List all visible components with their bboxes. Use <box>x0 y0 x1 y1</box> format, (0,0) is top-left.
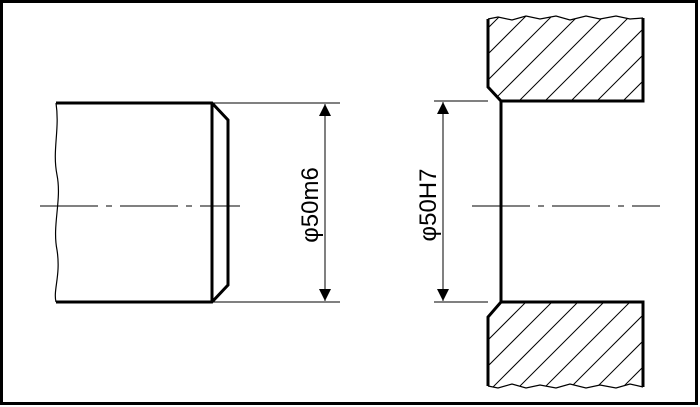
hatch-line-bottom-25 <box>609 302 643 388</box>
hatch-line-bottom-9 <box>194 290 304 400</box>
hatch-line-bottom-19 <box>488 302 565 388</box>
hatch-line-top-1 <box>266 0 386 120</box>
hatch-line-bottom-21 <box>505 302 617 388</box>
hatch-line-bottom-26 <box>635 302 643 388</box>
hatch-line-bottom-15 <box>350 290 460 400</box>
hatch-line-top-7 <box>488 16 543 101</box>
hatch-line-top-6 <box>488 16 517 101</box>
shaft-outline <box>56 101 230 304</box>
shaft: φ50m6 <box>40 101 340 304</box>
hatch-line-bottom-11 <box>246 290 356 400</box>
hole-dimension-label: φ50H7 <box>415 169 442 242</box>
hatch-line-bottom-1 <box>0 290 96 400</box>
housing-break-line-bottom <box>487 383 644 389</box>
hatch-line-top-16 <box>656 0 700 120</box>
hatch-line-bottom-7 <box>142 290 252 400</box>
hatch-line-bottom-13 <box>298 290 408 400</box>
hatch-line-top-0 <box>240 0 360 120</box>
hatch-line-top-4 <box>344 0 464 120</box>
hatch-line-bottom-22 <box>531 302 643 388</box>
hatch-line-bottom-23 <box>557 302 643 388</box>
hatch-line-bottom-6 <box>116 290 226 400</box>
hatch-line-top-5 <box>488 16 491 101</box>
hatch-line-bottom-16 <box>376 290 486 400</box>
housing-break-line-top <box>487 15 644 21</box>
hatch-line-bottom-20 <box>488 302 591 388</box>
hatching-bottom <box>0 290 700 400</box>
shaft-break-line <box>54 102 60 303</box>
hatch-line-bottom-18 <box>488 302 539 388</box>
hatch-line-top-2 <box>292 0 412 120</box>
hatch-line-bottom-27 <box>662 290 700 400</box>
hatch-line-bottom-0 <box>0 290 70 400</box>
hatch-line-bottom-5 <box>90 290 200 400</box>
hatch-line-bottom-2 <box>12 290 122 400</box>
shaft-dimension-label: φ50m6 <box>297 167 324 243</box>
hatch-line-bottom-24 <box>583 302 643 388</box>
hatch-line-top-8 <box>488 16 569 101</box>
hatch-line-bottom-3 <box>38 290 148 400</box>
hatch-line-bottom-28 <box>688 290 700 400</box>
hatch-line-bottom-10 <box>220 290 330 400</box>
hatch-line-top-3 <box>318 0 438 120</box>
hatch-line-bottom-4 <box>64 290 174 400</box>
hatch-line-bottom-12 <box>272 290 382 400</box>
hatch-line-bottom-14 <box>324 290 434 400</box>
hatch-line-bottom-8 <box>168 290 278 400</box>
